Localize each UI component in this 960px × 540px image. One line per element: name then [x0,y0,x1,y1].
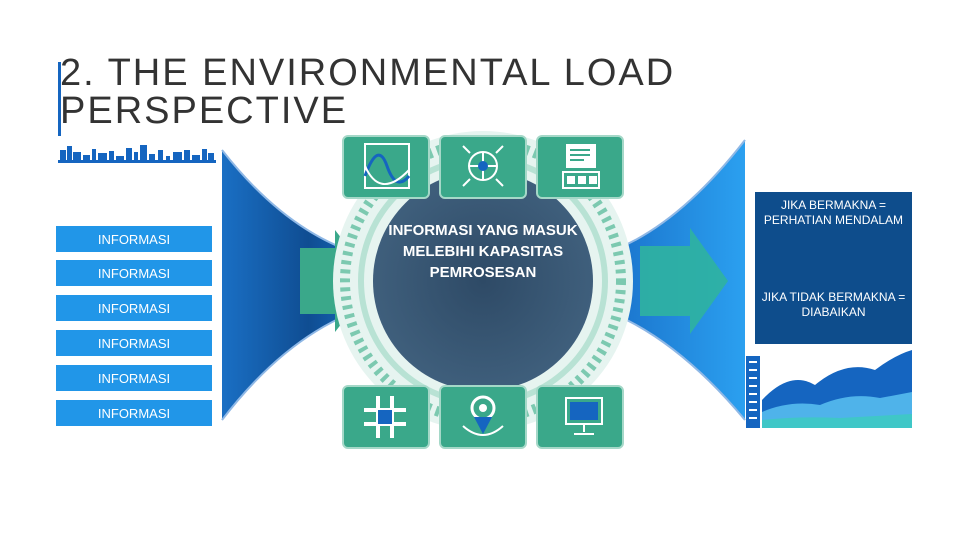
info-box: INFORMASI [56,260,212,286]
server-document-icon [536,135,624,199]
globe-network-icon [439,135,527,199]
road-intersection-icon [342,385,430,449]
result-panel: JIKA BERMAKNA = PERHATIAN MENDALAM JIKA … [755,192,912,344]
right-arrow [640,228,728,334]
not-meaningful-text: JIKA TIDAK BERMAKNA = DIABAIKAN [761,290,906,319]
wave-chart-icon [342,135,430,199]
info-box: INFORMASI [56,330,212,356]
skyline-icon [58,145,216,163]
center-text: INFORMASI YANG MASUK MELEBIHI KAPASITAS … [388,222,578,281]
title-accent-bar [58,62,61,136]
info-box: INFORMASI [56,400,212,426]
center-circle [373,171,593,391]
location-pin-icon [439,385,527,449]
monitor-icon [536,385,624,449]
info-box: INFORMASI [56,226,212,252]
info-box: INFORMASI [56,365,212,391]
meaningful-text: JIKA BERMAKNA = PERHATIAN MENDALAM [763,198,904,227]
area-chart-decoration [746,350,912,428]
page-title: 2. THE ENVIRONMENTAL LOAD PERSPECTIVE [60,52,676,132]
info-box: INFORMASI [56,295,212,321]
